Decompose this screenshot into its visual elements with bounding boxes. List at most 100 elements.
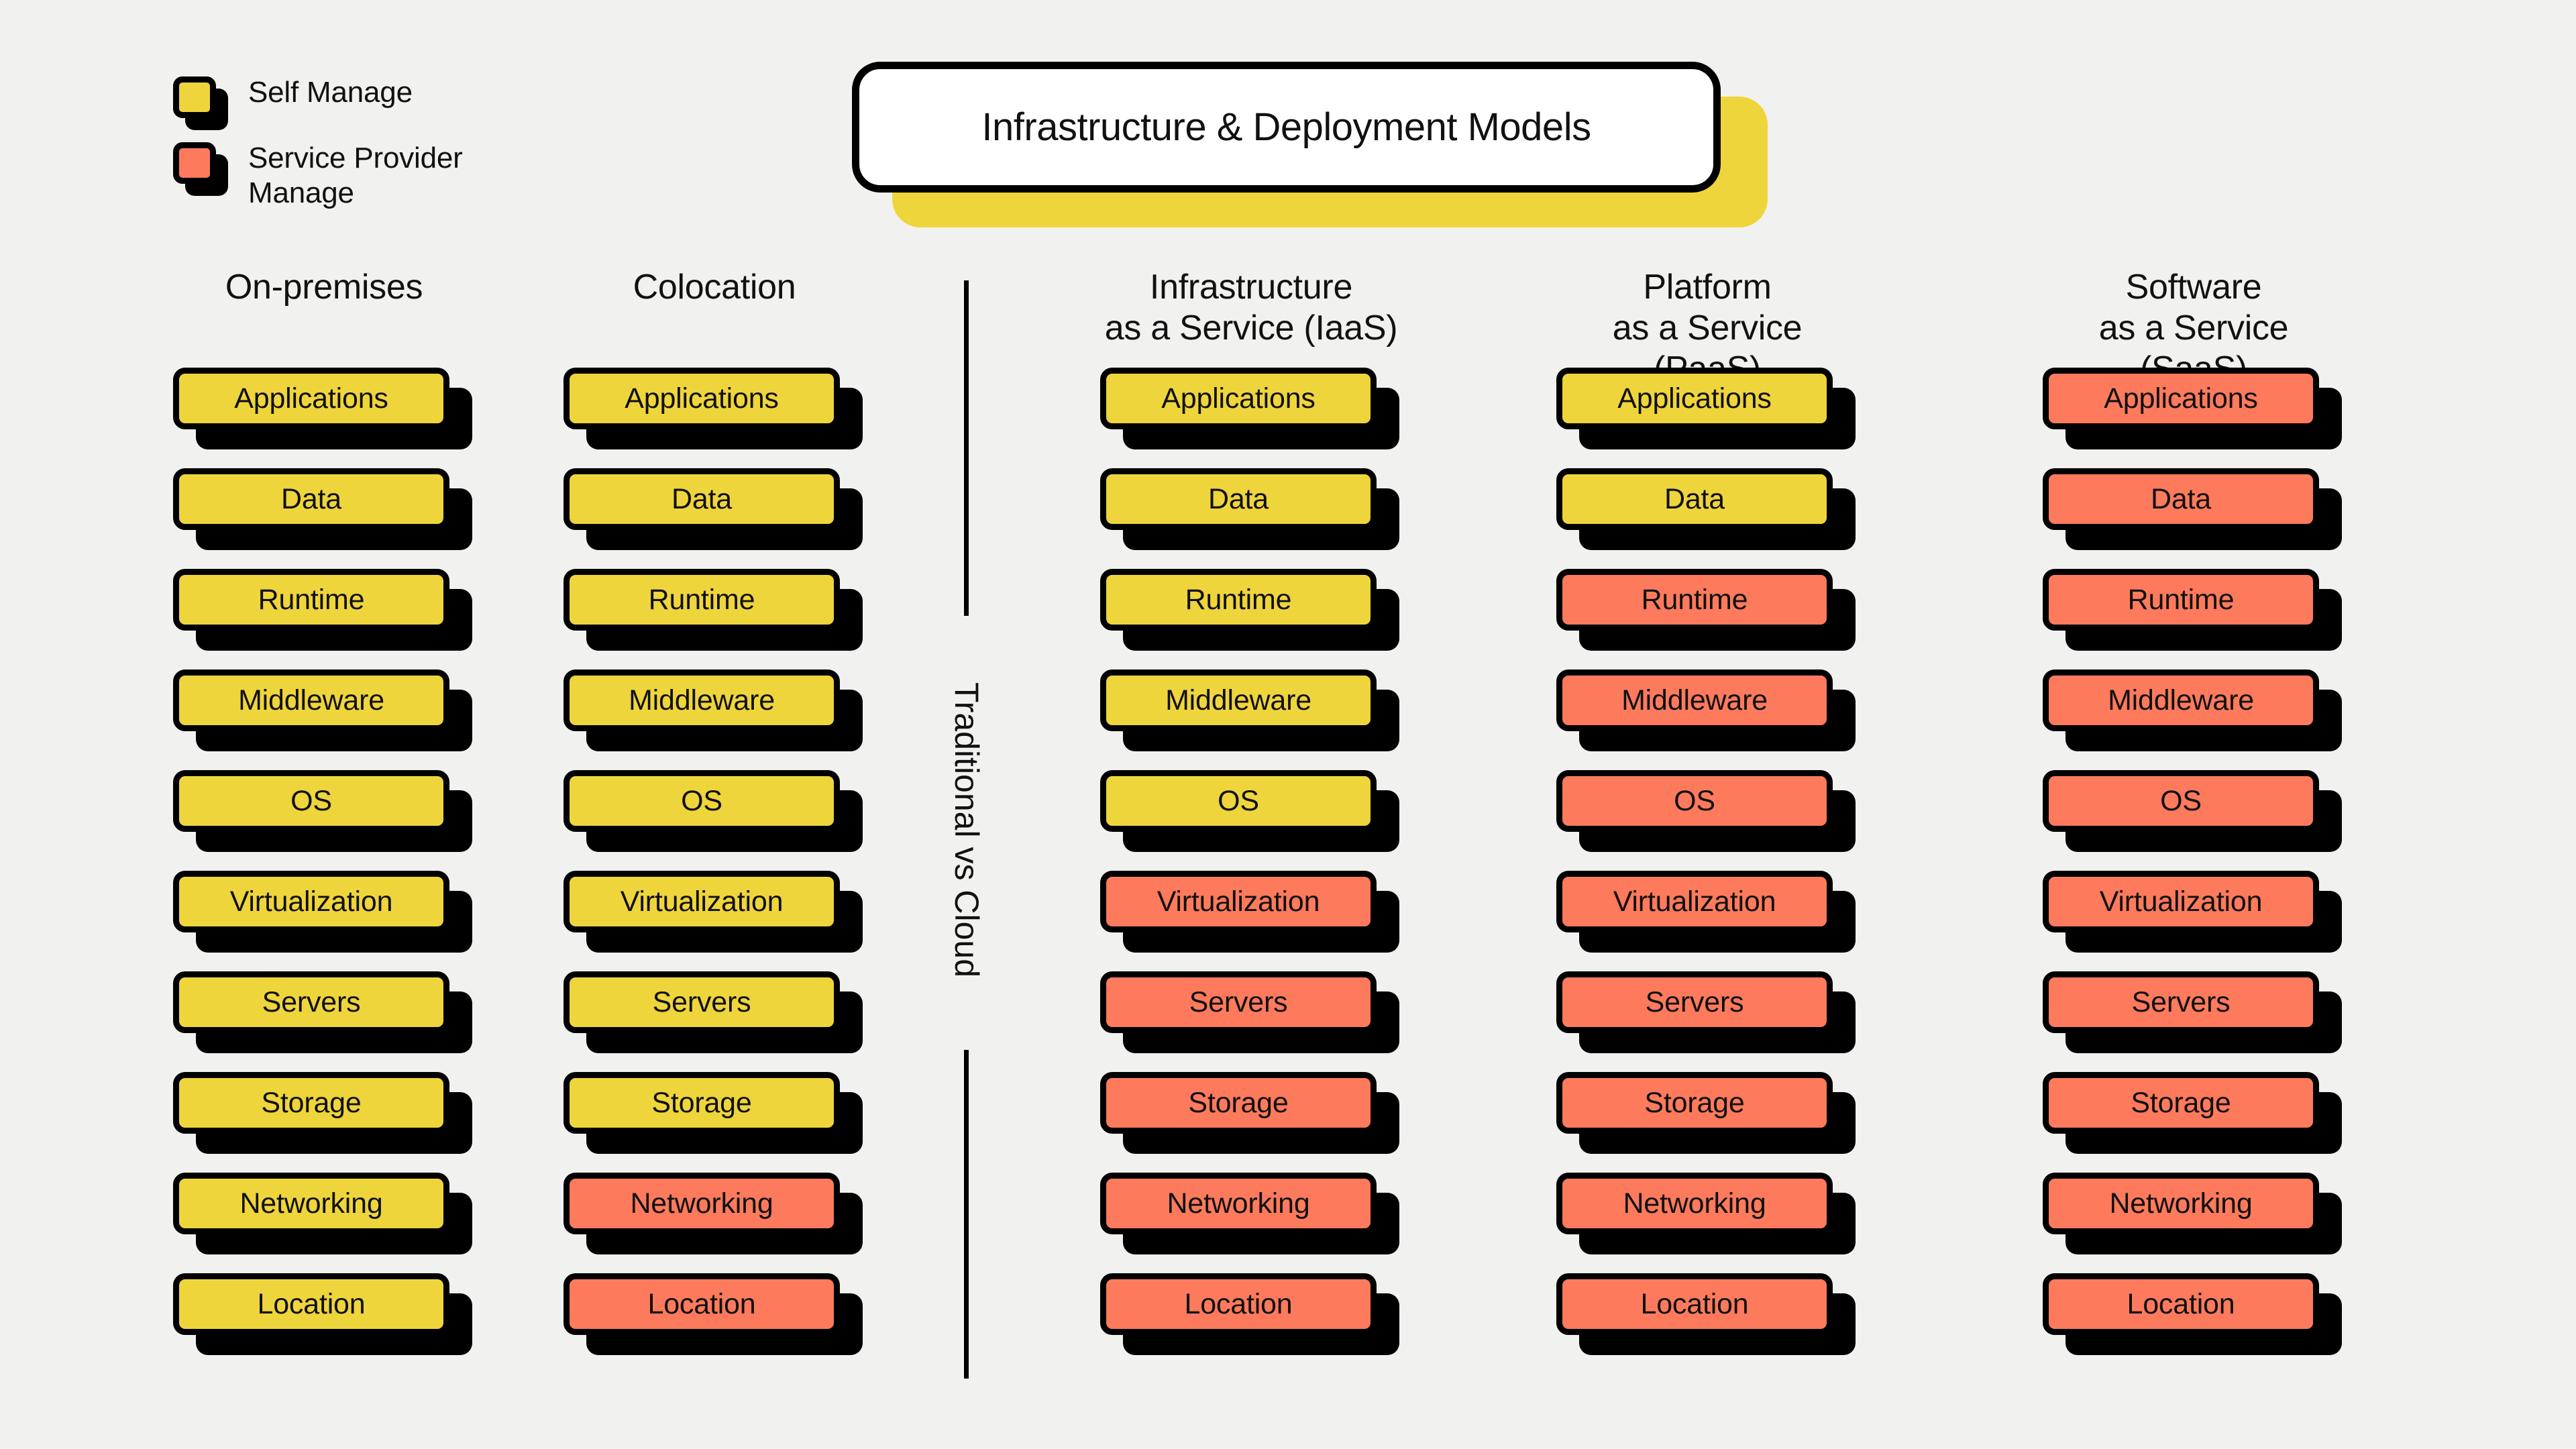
- layer-card-storage[interactable]: Storage: [1100, 1072, 1377, 1134]
- layer-card-os[interactable]: OS: [1556, 770, 1833, 832]
- column-header-line1: Platform: [1643, 268, 1772, 307]
- layer-label: Middleware: [2108, 684, 2254, 716]
- layer-card-virtualization[interactable]: Virtualization: [1100, 871, 1377, 932]
- layer-card-networking[interactable]: Networking: [2043, 1173, 2319, 1234]
- layer-card-location[interactable]: Location: [2043, 1273, 2319, 1335]
- layer-card-networking[interactable]: Networking: [173, 1173, 449, 1234]
- layer-label: Virtualization: [2099, 885, 2263, 918]
- layer-label: OS: [1674, 784, 1715, 817]
- layer-card-location[interactable]: Location: [173, 1273, 449, 1335]
- layer-card-os[interactable]: OS: [173, 770, 449, 832]
- legend-item-label: Service Provider Manage: [248, 142, 463, 209]
- square-swatch-icon: [173, 142, 216, 184]
- column-header: Colocation: [564, 267, 865, 368]
- layer-card-middleware[interactable]: Middleware: [173, 669, 449, 731]
- layer-card-virtualization[interactable]: Virtualization: [2043, 871, 2319, 932]
- layer-label: Servers: [1189, 985, 1288, 1018]
- page-title: Infrastructure & Deployment Models: [981, 105, 1591, 149]
- traditional-vs-cloud-divider: Traditional vs Cloud: [948, 280, 985, 1379]
- layer-card-virtualization[interactable]: Virtualization: [173, 871, 449, 932]
- layer-label: Servers: [652, 985, 751, 1018]
- layer-card-servers[interactable]: Servers: [173, 971, 449, 1033]
- layer-card-location[interactable]: Location: [1556, 1273, 1833, 1335]
- layer-card-middleware[interactable]: Middleware: [2043, 669, 2319, 731]
- column-header-line1: Infrastructure: [1149, 268, 1353, 307]
- layer-label: Middleware: [238, 684, 384, 716]
- layer-card-data[interactable]: Data: [1556, 468, 1833, 530]
- layer-label: Storage: [261, 1086, 362, 1119]
- layer-label: Servers: [1645, 985, 1744, 1018]
- layer-label: Applications: [625, 382, 779, 415]
- layer-label: Storage: [2131, 1086, 2231, 1119]
- layer-label: Location: [257, 1287, 366, 1320]
- layer-card-applications[interactable]: Applications: [2043, 368, 2319, 429]
- layer-label: Data: [671, 482, 733, 515]
- layer-label: Networking: [239, 1187, 383, 1220]
- layer-card-os[interactable]: OS: [564, 770, 840, 832]
- layer-card-applications[interactable]: Applications: [1556, 368, 1833, 429]
- layer-card-servers[interactable]: Servers: [1100, 971, 1377, 1033]
- layer-label: OS: [290, 784, 332, 817]
- layer-card-storage[interactable]: Storage: [564, 1072, 840, 1134]
- layer-label: Data: [1664, 482, 1725, 515]
- layer-card-runtime[interactable]: Runtime: [564, 569, 840, 631]
- layer-card-networking[interactable]: Networking: [1556, 1173, 1833, 1234]
- layer-card-runtime[interactable]: Runtime: [1556, 569, 1833, 631]
- layer-label: Middleware: [1621, 684, 1768, 716]
- layer-card-virtualization[interactable]: Virtualization: [564, 871, 840, 932]
- layer-label: Networking: [1167, 1187, 1310, 1220]
- layer-label: Middleware: [629, 684, 775, 716]
- layer-card-location[interactable]: Location: [1100, 1273, 1377, 1335]
- layer-label: OS: [2160, 784, 2202, 817]
- layer-card-virtualization[interactable]: Virtualization: [1556, 871, 1833, 932]
- layer-card-runtime[interactable]: Runtime: [1100, 569, 1377, 631]
- layer-card-data[interactable]: Data: [2043, 468, 2319, 530]
- legend-item-self: Self Manage: [173, 75, 589, 118]
- layer-card-servers[interactable]: Servers: [1556, 971, 1833, 1033]
- layer-card-os[interactable]: OS: [1100, 770, 1377, 832]
- layer-card-applications[interactable]: Applications: [564, 368, 840, 429]
- layer-label: Data: [280, 482, 342, 515]
- layer-card-middleware[interactable]: Middleware: [1100, 669, 1377, 731]
- layer-label: Storage: [1644, 1086, 1745, 1119]
- layer-card-data[interactable]: Data: [173, 468, 449, 530]
- layer-label: OS: [681, 784, 722, 817]
- legend-item-label: Self Manage: [248, 76, 413, 109]
- layer-card-storage[interactable]: Storage: [1556, 1072, 1833, 1134]
- layer-card-networking[interactable]: Networking: [564, 1173, 840, 1234]
- layer-card-applications[interactable]: Applications: [173, 368, 449, 429]
- divider-line-bottom: [964, 1050, 969, 1379]
- layer-label: Data: [2150, 482, 2212, 515]
- layer-label: Applications: [234, 382, 388, 415]
- layer-label: Location: [647, 1287, 756, 1320]
- layer-card-os[interactable]: OS: [2043, 770, 2319, 832]
- layer-card-data[interactable]: Data: [1100, 468, 1377, 530]
- layer-card-networking[interactable]: Networking: [1100, 1173, 1377, 1234]
- column-header-line1: Software: [2125, 268, 2262, 307]
- layer-label: Storage: [651, 1086, 752, 1119]
- layer-card-middleware[interactable]: Middleware: [1556, 669, 1833, 731]
- layer-label: Virtualization: [1157, 885, 1320, 918]
- column-header-line1: On-premises: [225, 268, 423, 307]
- layer-card-storage[interactable]: Storage: [2043, 1072, 2319, 1134]
- layer-card-servers[interactable]: Servers: [2043, 971, 2319, 1033]
- layer-card-storage[interactable]: Storage: [173, 1072, 449, 1134]
- layer-card-runtime[interactable]: Runtime: [2043, 569, 2319, 631]
- layer-card-runtime[interactable]: Runtime: [173, 569, 449, 631]
- layer-card-middleware[interactable]: Middleware: [564, 669, 840, 731]
- layer-card-applications[interactable]: Applications: [1100, 368, 1377, 429]
- layer-label: Runtime: [258, 583, 365, 616]
- layer-card-location[interactable]: Location: [564, 1273, 840, 1335]
- layer-card-data[interactable]: Data: [564, 468, 840, 530]
- layer-label: Runtime: [648, 583, 755, 616]
- layer-card-servers[interactable]: Servers: [564, 971, 840, 1033]
- layer-label: Data: [1208, 482, 1269, 515]
- layer-label: Applications: [1617, 382, 1772, 415]
